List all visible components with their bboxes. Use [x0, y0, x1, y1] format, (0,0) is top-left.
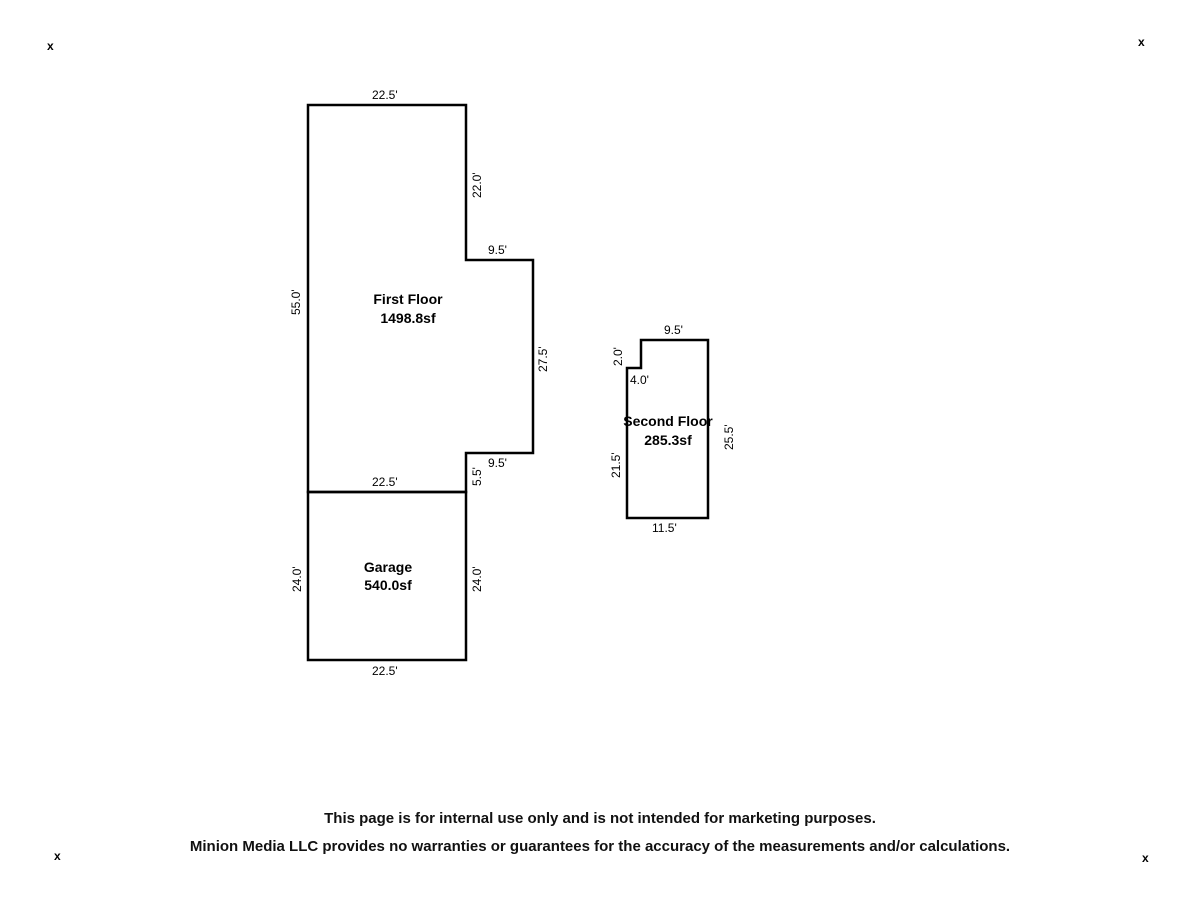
dim-label: 22.5': [372, 664, 398, 678]
dim-label: 21.5': [609, 452, 623, 478]
dim-label: 22.5': [372, 475, 398, 489]
dim-label: 11.5': [652, 521, 677, 535]
dim-label: 5.5': [470, 467, 484, 486]
dim-label: 9.5': [488, 456, 507, 470]
corner-mark: x: [1138, 35, 1145, 49]
room-name: Garage: [364, 559, 412, 575]
room-area: 285.3sf: [644, 432, 692, 448]
disclaimer-line-1: This page is for internal use only and i…: [324, 810, 876, 827]
dim-label: 2.0': [611, 347, 625, 366]
room-area: 540.0sf: [364, 577, 412, 593]
dim-label: 24.0': [290, 566, 304, 592]
room-name: Second Floor: [623, 413, 713, 429]
dim-label: 4.0': [630, 373, 649, 387]
room-name: First Floor: [373, 291, 443, 307]
dim-label: 9.5': [664, 323, 683, 337]
dim-label: 9.5': [488, 243, 507, 257]
disclaimer-line-2: Minion Media LLC provides no warranties …: [189, 838, 1011, 855]
dim-label: 55.0': [289, 289, 303, 315]
second-floor-outline: [625, 338, 710, 520]
corner-mark: x: [54, 849, 61, 863]
room-area: 1498.8sf: [380, 310, 436, 326]
dim-label: 22.0': [470, 172, 484, 198]
corner-mark: x: [47, 39, 54, 53]
dim-label: 25.5': [722, 424, 736, 450]
dim-label: 24.0': [470, 566, 484, 592]
dim-label: 22.5': [372, 88, 398, 102]
corner-mark: x: [1142, 851, 1149, 865]
dim-label: 27.5': [536, 346, 550, 372]
garage-outline: [306, 490, 468, 662]
